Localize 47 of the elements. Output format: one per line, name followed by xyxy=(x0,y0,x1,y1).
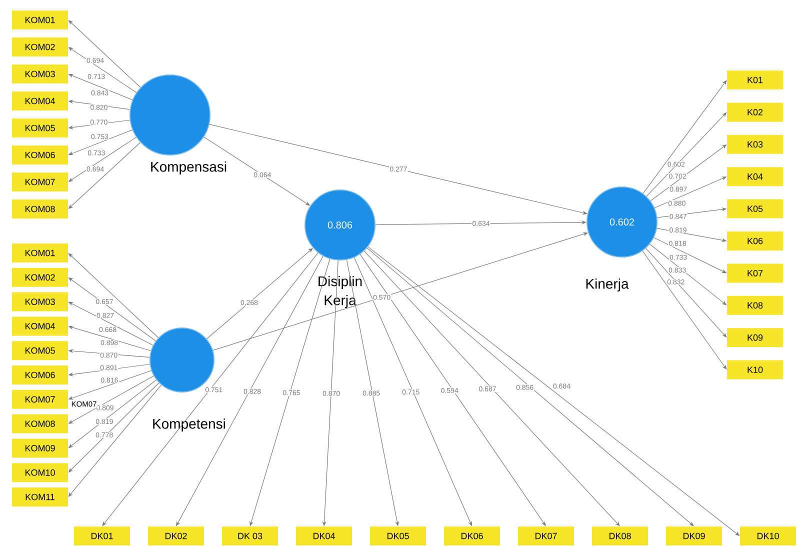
indicator-box: DK05 xyxy=(370,526,426,546)
indicator-box: KOM04 xyxy=(12,92,68,110)
indicator-box: KOM06 xyxy=(12,146,68,164)
arrow xyxy=(364,250,620,526)
indicator-box: K04 xyxy=(727,167,783,186)
indicator-box: DK06 xyxy=(444,526,500,546)
indicator-box: KOM02 xyxy=(12,268,68,287)
indicator-box: K06 xyxy=(727,232,783,250)
indicator-box: KOM07 xyxy=(12,172,68,192)
indicator-box: K05 xyxy=(727,199,783,218)
indicator-box: KOM01 xyxy=(12,244,68,262)
indicator-box: KOM04 xyxy=(12,316,68,336)
indicator-box: KOM11 xyxy=(12,488,68,506)
indicator-box: KOM08 xyxy=(12,200,68,218)
indicator-box: KOM01 xyxy=(12,10,68,30)
indicator-box: KOM05 xyxy=(12,341,68,360)
indicator-box: KOM05 xyxy=(12,118,68,138)
indicator-box: DK09 xyxy=(666,526,722,546)
indicator-box: KOM02 xyxy=(12,38,68,56)
indicator-box: DK08 xyxy=(592,526,648,546)
indicator-box: DK10 xyxy=(740,526,796,546)
indicator-box: DK 03 xyxy=(222,526,278,546)
indicator-box: KOM03 xyxy=(12,292,68,312)
arrow xyxy=(642,80,727,194)
arrow xyxy=(68,384,162,497)
indicator-box: KOM03 xyxy=(12,64,68,84)
indicator-box: K09 xyxy=(727,328,783,348)
indicator-box: KOM09 xyxy=(12,438,68,458)
indicator-box: K10 xyxy=(727,360,783,380)
construct-label: Kinerja xyxy=(586,278,629,292)
construct-label: Disiplin Kerja xyxy=(318,276,362,308)
indicator-box: DK07 xyxy=(518,526,574,546)
indicator-box: K03 xyxy=(727,134,783,154)
indicator-box: KOM08 xyxy=(12,414,68,434)
indicator-box: K08 xyxy=(727,296,783,315)
indicator-box: DK02 xyxy=(148,526,204,546)
indicator-box: K02 xyxy=(727,102,783,122)
arrow xyxy=(366,248,694,526)
construct-label: Kompensasi xyxy=(151,161,226,175)
construct-label: Kompetensi xyxy=(153,418,225,432)
indicator-box: K01 xyxy=(727,70,783,90)
indicator-box: KOM07 xyxy=(12,390,68,409)
indicator-box: K07 xyxy=(727,264,783,283)
indicator-box: DK04 xyxy=(296,526,352,546)
indicator-box: KOM06 xyxy=(12,366,68,384)
indicator-box: KOM10 xyxy=(12,463,68,482)
indicator-box: DK01 xyxy=(74,526,130,546)
